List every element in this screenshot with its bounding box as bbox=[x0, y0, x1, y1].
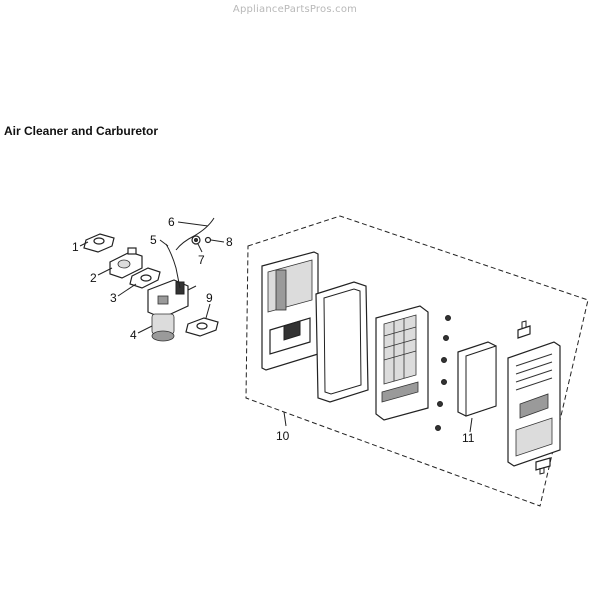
part-2-insulator[interactable] bbox=[109, 247, 143, 279]
callout-8: 8 bbox=[226, 235, 233, 249]
callout-leader-1 bbox=[79, 241, 89, 247]
part-8-clip[interactable] bbox=[204, 236, 212, 244]
screws[interactable] bbox=[435, 315, 451, 431]
callout-7: 7 bbox=[198, 253, 205, 267]
callout-leader-8 bbox=[210, 239, 225, 243]
callout-leader-9 bbox=[205, 303, 211, 319]
part-3-gasket[interactable] bbox=[129, 267, 161, 289]
callout-10: 10 bbox=[276, 429, 290, 443]
callout-leader-7 bbox=[197, 243, 203, 253]
callout-1: 1 bbox=[72, 240, 79, 254]
callout-6: 6 bbox=[168, 215, 175, 229]
part-7-clip[interactable] bbox=[191, 235, 201, 245]
watermark: AppliancePartsPros.com bbox=[232, 4, 358, 15]
cover-clip-bottom[interactable] bbox=[535, 457, 551, 475]
air-cleaner-gasket[interactable] bbox=[315, 281, 369, 403]
callout-5: 5 bbox=[150, 233, 157, 247]
callout-11: 11 bbox=[462, 431, 475, 445]
callout-leader-2 bbox=[97, 267, 113, 276]
part-1-gasket[interactable] bbox=[83, 233, 115, 253]
air-cleaner-assembly-boundary bbox=[245, 215, 589, 507]
callout-leader-11 bbox=[469, 417, 473, 433]
callout-leader-10 bbox=[283, 411, 287, 427]
callout-4: 4 bbox=[130, 328, 137, 342]
callout-9: 9 bbox=[206, 291, 213, 305]
callout-leader-4 bbox=[137, 325, 153, 334]
part-11-foam-filter[interactable] bbox=[457, 341, 497, 417]
part-9-gasket[interactable] bbox=[185, 317, 219, 337]
part-5-tube[interactable] bbox=[165, 243, 181, 289]
air-cleaner-base[interactable] bbox=[261, 251, 319, 371]
callout-2: 2 bbox=[90, 271, 97, 285]
air-cleaner-cover[interactable] bbox=[507, 341, 561, 467]
callout-leader-3 bbox=[117, 283, 137, 297]
callout-leader-6 bbox=[177, 221, 209, 227]
callout-3: 3 bbox=[110, 291, 117, 305]
filter-frame[interactable] bbox=[375, 305, 429, 421]
callout-leader-5 bbox=[159, 239, 169, 247]
diagram-title: Air Cleaner and Carburetor bbox=[4, 124, 159, 138]
cover-clip-top[interactable] bbox=[517, 320, 531, 339]
